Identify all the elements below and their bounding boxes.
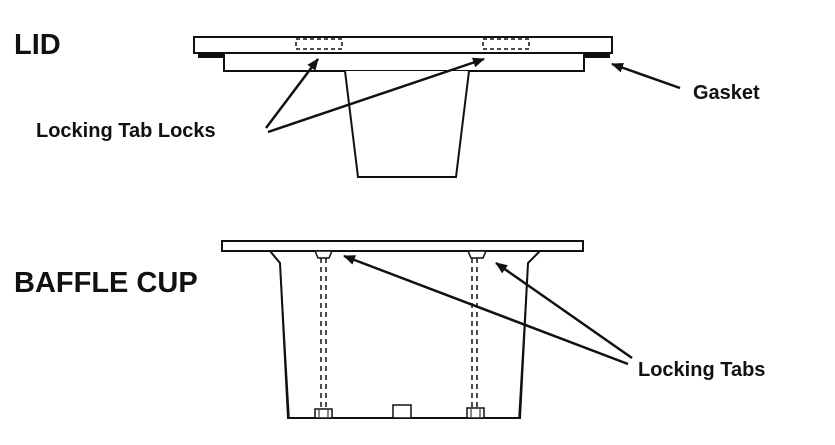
baffle-cup-drawing bbox=[221, 240, 584, 419]
lid-drawing bbox=[193, 36, 613, 178]
locking-tab-lock-arrow-left bbox=[265, 58, 319, 129]
baffle-cup-inner-wall-right bbox=[518, 262, 529, 418]
locking-tab-lock-right bbox=[482, 38, 530, 50]
locking-tab-right-shaft bbox=[471, 258, 478, 408]
baffle-cup-body bbox=[269, 250, 541, 419]
bottom-tab-center bbox=[392, 404, 412, 419]
locking-tab-left-shaft bbox=[320, 258, 327, 408]
bottom-tab-right bbox=[466, 407, 485, 419]
locking-tab-arrow-right bbox=[495, 261, 633, 360]
bottom-tab-left bbox=[314, 408, 333, 419]
lid-title: LID bbox=[14, 29, 61, 61]
baffle-cup-inner-wall-left bbox=[279, 262, 290, 418]
locking-tab-lock-arrow-right bbox=[267, 57, 485, 134]
locking-tabs-label: Locking Tabs bbox=[638, 359, 765, 381]
locking-tab-arrow-left bbox=[343, 254, 629, 366]
lid-insert bbox=[344, 70, 470, 178]
lid-top-plate bbox=[193, 36, 613, 54]
locking-tab-left-head bbox=[313, 250, 334, 259]
locking-tab-lock-left bbox=[295, 38, 343, 50]
baffle-cup-rim bbox=[221, 240, 584, 252]
gasket-label: Gasket bbox=[693, 82, 760, 104]
baffle-cup-callout-arrows bbox=[343, 254, 633, 366]
locking-tab-right-head bbox=[466, 250, 488, 259]
baffle-cup-title: BAFFLE CUP bbox=[14, 267, 198, 299]
gasket-arrow bbox=[611, 62, 681, 90]
lid-lower-plate bbox=[223, 52, 585, 72]
locking-tab-locks-label: Locking Tab Locks bbox=[36, 120, 216, 142]
lid-callout-arrows bbox=[265, 57, 681, 134]
